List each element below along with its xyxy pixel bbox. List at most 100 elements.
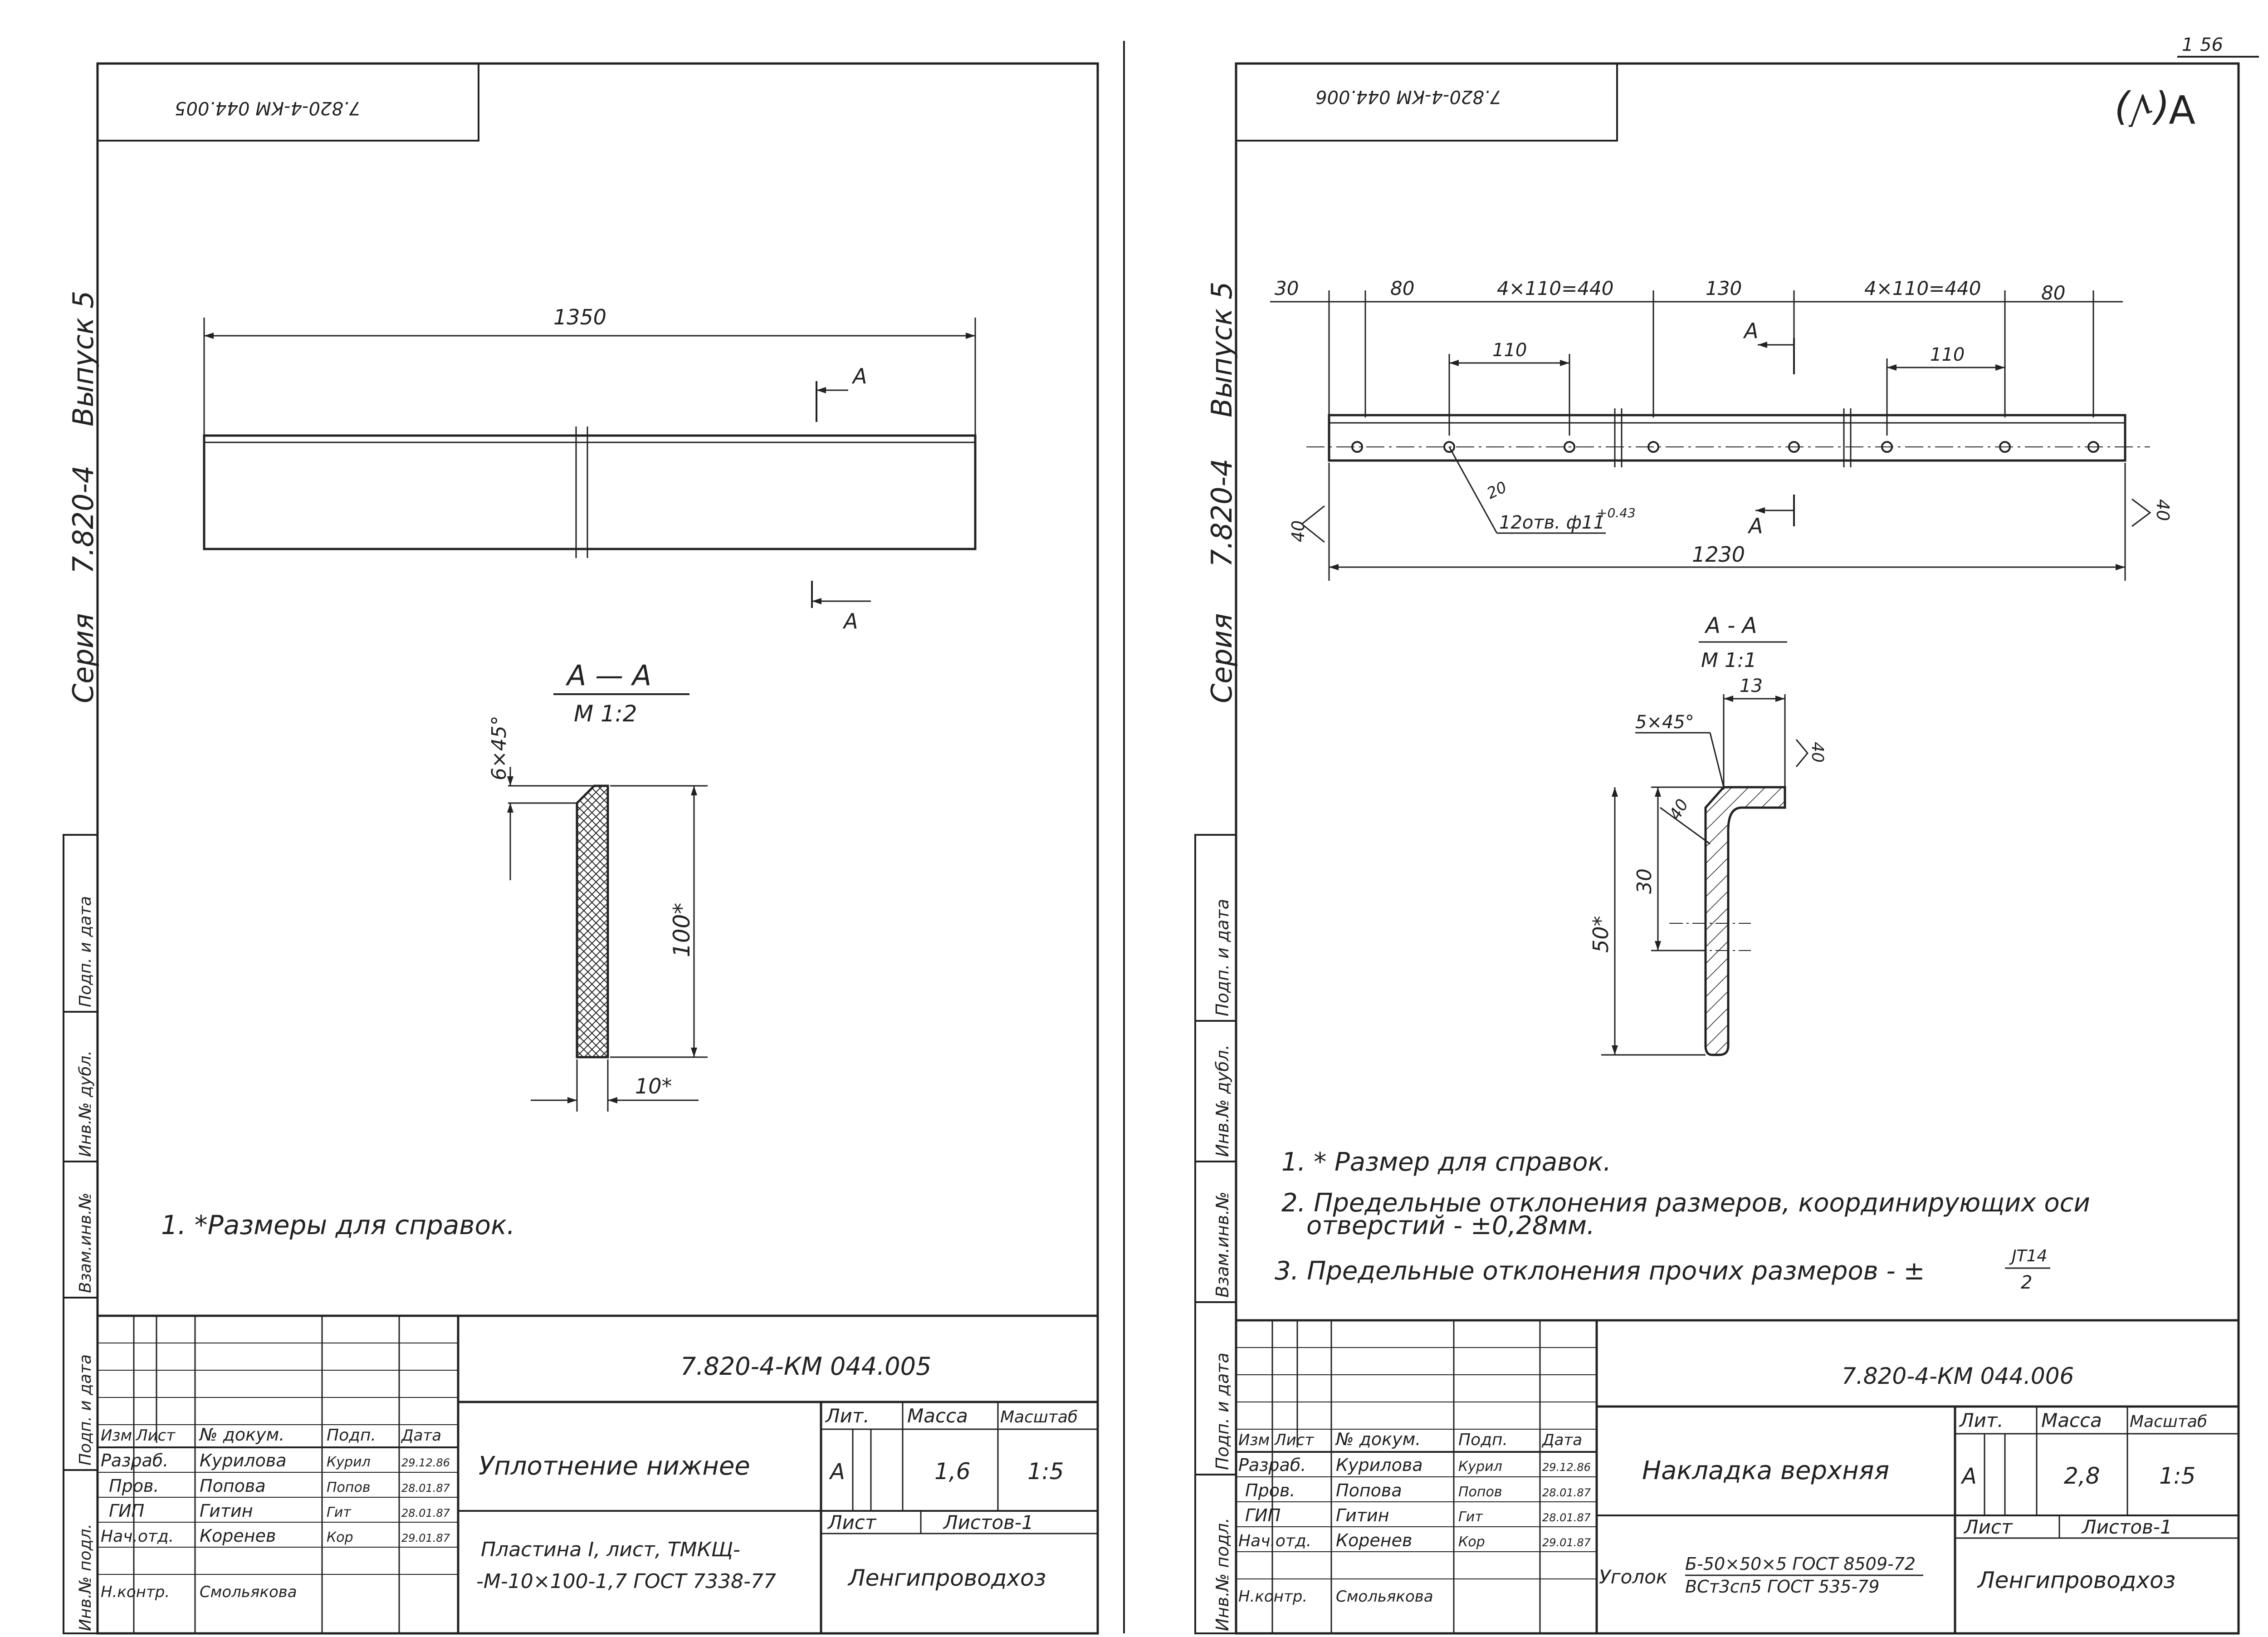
- left-tb-r2-role: Пров.: [109, 1476, 159, 1496]
- left-side-cell-5: Инв.№ подл.: [76, 1524, 95, 1631]
- right-note-3-num: JT14: [2009, 1247, 2047, 1265]
- right-dim-110-left: 110: [1492, 340, 1527, 361]
- left-tb-r2-sign: Попов: [327, 1480, 371, 1495]
- left-tb-r1-date: 29.12.86: [401, 1456, 450, 1469]
- left-tb-r4-sign: Кор: [327, 1529, 353, 1545]
- left-tb-r3-role: ГИП: [109, 1501, 144, 1521]
- left-side-cell-3: Взам.инв.№: [76, 1192, 95, 1293]
- right-title-block: 7.820-4-КМ 044.006 Изм Лист № докум. Под…: [1236, 1319, 2239, 1633]
- left-tb-r1-role: Разраб.: [101, 1451, 168, 1470]
- right-dim-40-right: 40: [2153, 499, 2173, 521]
- right-tb-r1-role: Разраб.: [1238, 1455, 1306, 1475]
- right-tb-r3-name: Гитин: [1336, 1505, 1389, 1525]
- right-dim-20: 20: [1484, 478, 1510, 503]
- left-tb-material-2: -М-10×100-1,7 ГОСТ 7338-77: [476, 1570, 776, 1593]
- left-tb-mass-h: Масса: [907, 1405, 968, 1427]
- left-side-cell-2: Инв.№ дубл.: [76, 1050, 95, 1157]
- right-side-cell-2: Инв.№ дубл.: [1212, 1044, 1232, 1157]
- left-tb-r3-sign: Гит: [327, 1505, 352, 1520]
- left-section-view: А — А М 1:2 6×45° 100* 10*: [488, 659, 708, 1112]
- right-tb-r2-sign: Попов: [1458, 1484, 1502, 1500]
- left-tb-r3-date: 28.01.87: [401, 1507, 450, 1519]
- right-tb-hdr-list: Лист: [1274, 1431, 1314, 1449]
- left-tb-sheet-h: Лист: [827, 1511, 877, 1534]
- right-tb-r3-date: 28.01.87: [1542, 1511, 1591, 1524]
- left-title-block: 7.820-4-КМ 044.005 Изм Лист № докум. Под…: [98, 1314, 1098, 1633]
- left-dim-thickness: 10*: [635, 1074, 672, 1098]
- left-tb-title: Уплотнение нижнее: [479, 1451, 750, 1481]
- right-tb-material-1: Б-50×50×5 ГОСТ 8509-72: [1685, 1554, 1916, 1574]
- right-section-title: А - А: [1704, 613, 1757, 638]
- right-sheet: 7.820-4-КМ 044.006 ∀(√) Выпуск 5 7.820-4…: [1194, 62, 2240, 1635]
- left-section-title: А — А: [565, 659, 651, 692]
- left-tb-r1-name: Курилова: [200, 1451, 287, 1470]
- right-dim-13: 13: [1740, 676, 1763, 696]
- right-tb-hdr-date: Дата: [1541, 1431, 1582, 1449]
- right-dim-40-flange: 40: [1808, 742, 1827, 763]
- right-tb-mass-h: Масса: [2041, 1409, 2102, 1431]
- right-dim-top-2: 80: [1390, 277, 1414, 299]
- right-note-3-den: 2: [2021, 1272, 2032, 1293]
- right-tb-title: Накладка верхняя: [1642, 1456, 1889, 1485]
- right-note-1: 1. * Размер для справок.: [1281, 1147, 1611, 1177]
- left-top-stamp-code: 7.820-4-КМ 044.005: [175, 98, 361, 118]
- right-side-series-num: 7.820-4: [1205, 459, 1238, 567]
- left-side-issue: Выпуск 5: [67, 291, 100, 426]
- left-tb-scale: 1:5: [1027, 1458, 1064, 1485]
- left-note-1: 1. *Размеры для справок.: [161, 1210, 515, 1240]
- right-holes-tol: +0.43: [1597, 505, 1636, 520]
- left-tb-r1-sign: Курил: [327, 1454, 371, 1470]
- left-tb-r2-name: Попова: [200, 1476, 266, 1496]
- right-tb-scale-h: Масштаб: [2130, 1412, 2207, 1431]
- left-tb-hdr-izm: Изм: [101, 1426, 132, 1445]
- left-plan-view: 1350 А А: [203, 305, 977, 633]
- right-top-stamp: [1235, 63, 1618, 142]
- right-tb-r5-name: Смольякова: [1336, 1588, 1433, 1606]
- left-section-mark-bottom: А: [842, 609, 858, 633]
- left-tb-r5-role: Н.контр.: [101, 1583, 170, 1601]
- left-section-mark-top: А: [851, 364, 867, 388]
- right-roughness-symbol: ∀(√): [2113, 86, 2195, 131]
- right-dim-top-1: 30: [1275, 277, 1299, 299]
- right-dim-top-6: 80: [2041, 282, 2065, 304]
- right-dim-top-5: 4×110=440: [1864, 277, 1981, 299]
- left-side-series-num: 7.820-4: [67, 466, 100, 574]
- left-tb-material-1: Пластина I, лист, ТМКЩ-: [481, 1538, 740, 1561]
- left-side-series: Серия: [67, 613, 100, 703]
- right-tb-r4-name: Коренев: [1336, 1530, 1412, 1550]
- left-dim-chamfer: 6×45°: [488, 716, 511, 780]
- right-dim-top-4: 130: [1706, 277, 1742, 299]
- right-holes-label: 12отв. ф11: [1499, 512, 1605, 533]
- left-dim-length: 1350: [553, 305, 606, 329]
- left-tb-mass: 1,6: [934, 1458, 971, 1485]
- right-tb-r1-sign: Курил: [1458, 1459, 1502, 1475]
- left-tb-org: Ленгипроводхоз: [847, 1565, 1046, 1591]
- right-tb-r1-date: 29.12.86: [1542, 1461, 1591, 1474]
- left-side-cell-1: Подп. и дата: [76, 896, 95, 1007]
- right-tb-r2-date: 28.01.87: [1542, 1486, 1591, 1499]
- left-dim-height: 100*: [669, 903, 695, 957]
- left-tb-hdr-list: Лист: [135, 1426, 176, 1445]
- right-tb-hdr-sign: Подп.: [1458, 1431, 1508, 1449]
- right-tb-material-2: ВСт3сп5 ГОСТ 535-79: [1685, 1577, 1879, 1597]
- page-number: 56: [2200, 34, 2223, 55]
- left-section-scale: М 1:2: [574, 701, 637, 727]
- right-tb-sheets-h: Листов-1: [2081, 1516, 2172, 1538]
- right-tb-r4-sign: Кор: [1458, 1534, 1485, 1550]
- right-side-cell-4: Подп. и дата: [1212, 1353, 1232, 1470]
- right-dim-110-right: 110: [1930, 344, 1965, 365]
- left-tb-hdr-sign: Подп.: [327, 1426, 376, 1445]
- right-dim-40-corner: 40: [1666, 796, 1692, 823]
- page-divider-mark: 1: [2182, 34, 2193, 55]
- right-tb-code: 7.820-4-КМ 044.006: [1842, 1363, 2074, 1389]
- right-side-cell-5: Инв.№ подл.: [1212, 1518, 1232, 1631]
- left-tb-scale-h: Масштаб: [1000, 1408, 1078, 1426]
- right-notes: 1. * Размер для справок. 2. Предельные о…: [1275, 1147, 2090, 1293]
- right-tb-r2-name: Попова: [1336, 1480, 1402, 1500]
- right-section-mark-bottom: А: [1747, 514, 1763, 538]
- left-tb-sheets-h: Листов-1: [943, 1511, 1034, 1534]
- right-dim-40-left: 40: [1288, 520, 1308, 542]
- right-tb-r3-role: ГИП: [1245, 1505, 1281, 1525]
- right-dim-30: 30: [1633, 868, 1656, 894]
